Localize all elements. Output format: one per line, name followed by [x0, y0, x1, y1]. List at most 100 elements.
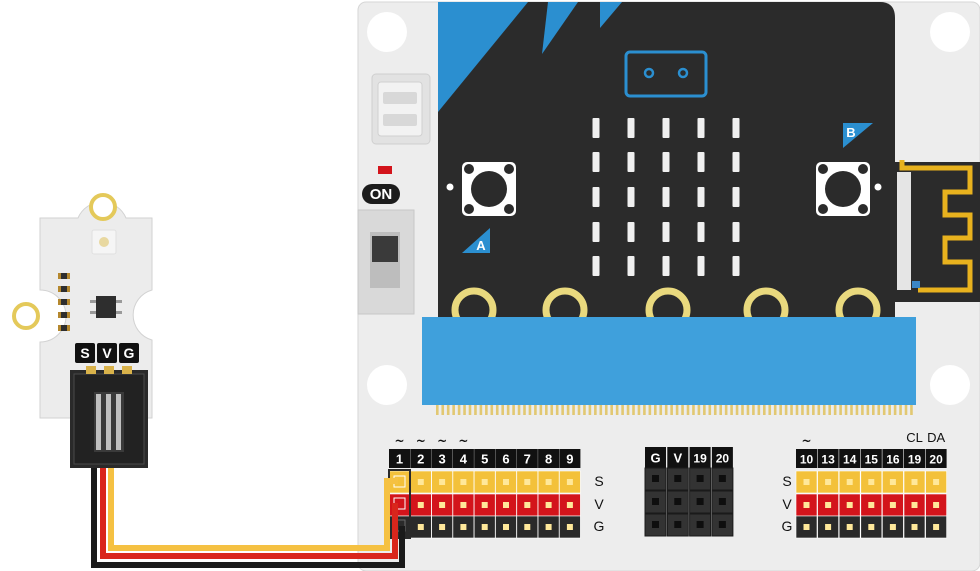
middle-header-pin-label: 20: [716, 452, 730, 466]
left-header-pin-3[interactable]: 3: [431, 449, 453, 539]
edge-tooth: [539, 405, 543, 415]
button-b[interactable]: [816, 162, 882, 216]
middle-header-pin-19[interactable]: 19: [689, 447, 712, 537]
button-a-marker: [462, 228, 490, 253]
row-label-right-v: V: [782, 496, 792, 512]
led-1-4: [732, 152, 740, 172]
right-header-pin-19[interactable]: 19: [903, 449, 926, 539]
edge-tooth: [882, 405, 886, 415]
left-header-pin-5[interactable]: 5: [473, 449, 496, 539]
left-header-pin-9[interactable]: 9: [559, 449, 581, 539]
edge-tooth: [523, 405, 526, 415]
edge-tooth: [855, 405, 859, 415]
right-header-pin-20[interactable]: 20: [925, 449, 947, 539]
row-label-left-s: S: [594, 473, 603, 489]
corner-accent-left: [438, 2, 528, 112]
left-header-pin-label: 7: [524, 452, 531, 467]
module-resistors: [58, 273, 70, 331]
led-4-1: [627, 256, 635, 276]
edge-tooth: [768, 405, 772, 415]
left-header-pin-4[interactable]: 4: [452, 449, 475, 539]
right-header-pin-10[interactable]: 10: [795, 449, 818, 539]
module-mount-hole-top: [89, 193, 117, 221]
middle-header-pin-20[interactable]: 20: [711, 447, 734, 537]
left-header-pin-label: 6: [502, 452, 509, 467]
touch-logo[interactable]: [624, 50, 708, 98]
right-header-pin-label: 15: [865, 453, 879, 467]
pwm-tilde: ~: [458, 434, 468, 448]
right-header-pin-16[interactable]: 16: [882, 449, 904, 539]
power-switch[interactable]: [357, 209, 415, 315]
edge-tooth: [817, 405, 821, 415]
edge-tooth: [877, 405, 881, 415]
edge-tooth: [583, 405, 586, 415]
led-3-3: [697, 222, 705, 242]
edge-tooth: [632, 405, 635, 415]
button-a[interactable]: [446, 162, 517, 216]
left-header-pin-label: 1: [396, 452, 403, 467]
pwm-tilde: ~: [394, 434, 404, 448]
edge-tooth: [697, 405, 701, 415]
led-3-1: [627, 222, 635, 242]
right-header-pin-13[interactable]: 13: [817, 449, 839, 539]
left-header-pin-6[interactable]: 6: [495, 449, 517, 539]
edge-tooth: [566, 405, 570, 415]
edge-tooth: [763, 405, 766, 415]
edge-tooth: [468, 405, 472, 415]
edge-tooth: [692, 405, 695, 415]
edge-tooth: [752, 405, 755, 415]
edge-tooth: [648, 405, 652, 415]
led-1-3: [697, 152, 705, 172]
led-1-2: [662, 152, 670, 172]
module-pin-label-g: G: [124, 345, 135, 361]
pwm-tilde: ~: [416, 434, 426, 448]
right-header-pin-15[interactable]: 15: [860, 449, 883, 539]
button-b-label: B: [846, 125, 855, 140]
mount-hole-mid-left: [367, 365, 407, 405]
edge-tooth: [550, 405, 554, 415]
left-header-pin-7[interactable]: 7: [516, 449, 539, 539]
led-4-0: [592, 256, 600, 276]
edge-tooth: [839, 405, 842, 415]
edge-tooth: [812, 405, 815, 415]
button-b-marker: [843, 123, 873, 148]
edge-tooth: [866, 405, 870, 415]
left-header-pin-8[interactable]: 8: [537, 449, 560, 539]
edge-tooth: [757, 405, 761, 415]
led-2-4: [732, 187, 740, 207]
edge-tooth: [621, 405, 624, 415]
led-3-4: [732, 222, 740, 242]
module-chip: [90, 296, 122, 318]
middle-header-pin-G[interactable]: G: [644, 447, 667, 537]
right-header-pin-14[interactable]: 14: [838, 449, 861, 539]
edge-tooth: [888, 405, 891, 415]
button-a-label: A: [476, 238, 486, 253]
edge-tooth: [572, 405, 575, 415]
edge-tooth: [599, 405, 603, 415]
edge-tooth: [501, 405, 504, 415]
edge-tooth: [784, 405, 788, 415]
row-label-left-g: G: [594, 518, 605, 534]
edge-tooth: [577, 405, 581, 415]
edge-tooth: [735, 405, 739, 415]
edge-tooth: [545, 405, 548, 415]
pwm-tilde: ~: [437, 434, 447, 448]
middle-header-pin-label: 19: [693, 452, 707, 466]
edge-tooth: [850, 405, 853, 415]
module-mount-hole-left: [12, 302, 40, 330]
edge-tooth: [604, 405, 608, 415]
edge-tooth: [801, 405, 804, 415]
middle-header-pin-V[interactable]: V: [666, 447, 689, 537]
edge-tooth: [910, 405, 913, 415]
corner-accent-stripe-1: [542, 2, 578, 54]
left-header-pin-2[interactable]: 2: [409, 449, 432, 539]
led-2-1: [627, 187, 635, 207]
edge-tooth: [659, 405, 663, 415]
edge-tooth: [730, 405, 733, 415]
edge-tooth: [643, 405, 646, 415]
led-3-0: [592, 222, 600, 242]
usb-connector: [371, 73, 431, 145]
right-header-pin-label: 16: [886, 453, 900, 467]
